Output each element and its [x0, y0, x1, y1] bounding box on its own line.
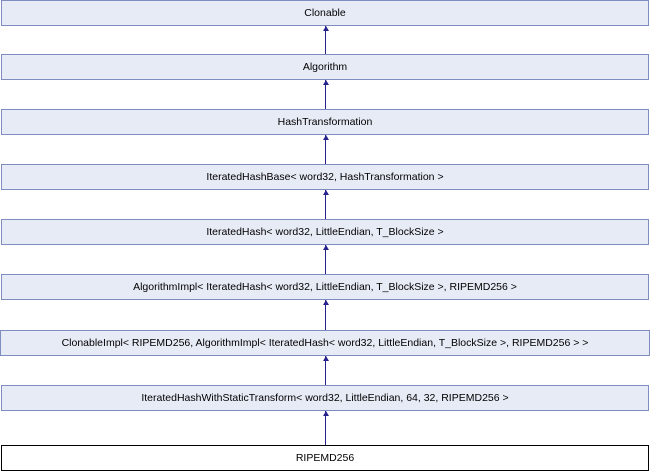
inheritance-edge-iterated-hash-base-to-hash-transformation [325, 135, 326, 164]
class-node-label: RIPEMD256 [295, 451, 355, 464]
class-node-algorithm-impl[interactable]: AlgorithmImpl< IteratedHash< word32, Lit… [1, 274, 649, 300]
class-node-label: ClonableImpl< RIPEMD256, AlgorithmImpl< … [61, 336, 589, 349]
class-node-label: IteratedHash< word32, LittleEndian, T_Bl… [206, 225, 444, 238]
class-node-ripemd256[interactable]: RIPEMD256 [1, 445, 649, 471]
inheritance-edge-clonable-impl-to-algorithm-impl [325, 300, 326, 330]
class-node-label: IteratedHashWithStaticTransform< word32,… [141, 391, 509, 404]
inheritance-edge-algorithm-impl-to-iterated-hash [325, 245, 326, 274]
arrow-up-icon [322, 26, 329, 31]
class-node-hash-transformation[interactable]: HashTransformation [1, 109, 649, 135]
class-node-iterated-hash[interactable]: IteratedHash< word32, LittleEndian, T_Bl… [1, 219, 649, 245]
class-node-algorithm[interactable]: Algorithm [1, 54, 649, 80]
inheritance-edge-ripemd256-to-iterated-hash-with-static-transform [325, 411, 326, 445]
class-node-iterated-hash-with-static-transform[interactable]: IteratedHashWithStaticTransform< word32,… [1, 385, 649, 411]
class-node-iterated-hash-base[interactable]: IteratedHashBase< word32, HashTransforma… [1, 164, 649, 190]
arrow-up-icon [322, 80, 329, 85]
class-node-clonable[interactable]: Clonable [1, 0, 649, 26]
arrow-up-icon [322, 190, 329, 195]
arrow-up-icon [322, 356, 329, 361]
class-node-label: Clonable [304, 6, 346, 19]
inheritance-edge-hash-transformation-to-algorithm [325, 80, 326, 109]
class-node-label: HashTransformation [277, 115, 373, 128]
inheritance-edge-iterated-hash-with-static-transform-to-clonable-impl [325, 356, 326, 385]
arrow-up-icon [322, 300, 329, 305]
class-node-label: AlgorithmImpl< IteratedHash< word32, Lit… [133, 280, 517, 293]
arrow-up-icon [322, 245, 329, 250]
class-node-label: Algorithm [302, 60, 348, 73]
class-node-clonable-impl[interactable]: ClonableImpl< RIPEMD256, AlgorithmImpl< … [0, 330, 650, 356]
arrow-up-icon [322, 135, 329, 140]
arrow-up-icon [322, 411, 329, 416]
inheritance-edge-iterated-hash-to-iterated-hash-base [325, 190, 326, 219]
inheritance-edge-algorithm-to-clonable [325, 26, 326, 54]
class-node-label: IteratedHashBase< word32, HashTransforma… [206, 170, 444, 183]
